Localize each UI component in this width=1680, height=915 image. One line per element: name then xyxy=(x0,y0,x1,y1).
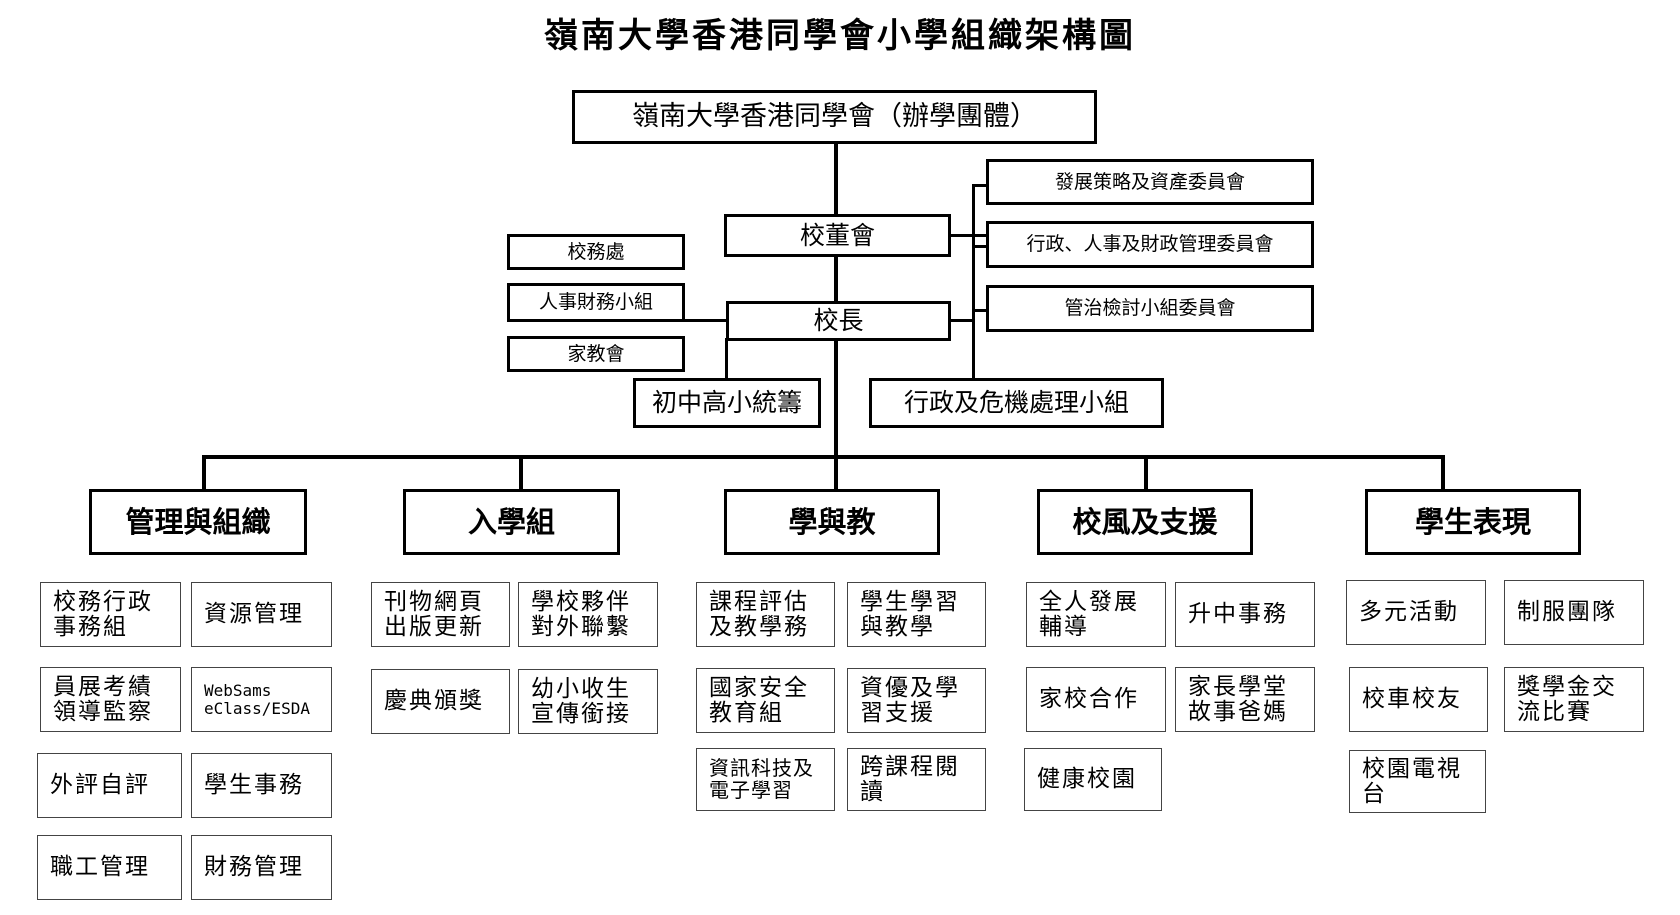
group-head: 學生表現 xyxy=(1365,489,1581,555)
group-item: 資源管理 xyxy=(191,582,332,647)
chart-title: 嶺南大學香港同學會小學組織架構圖 xyxy=(544,16,1136,56)
crisis-group-box: 行政及危機處理小組 xyxy=(869,378,1164,428)
group-item: 刊物網頁 出版更新 xyxy=(371,582,510,647)
group-item: 健康校園 xyxy=(1024,748,1162,811)
connector-committee-2 xyxy=(972,245,988,248)
connector-offices-principal xyxy=(684,319,726,322)
group-item: 員展考績 領導監察 xyxy=(40,667,181,732)
group-item: 資訊科技及 電子學習 xyxy=(696,748,835,811)
group-item: 升中事務 xyxy=(1175,582,1315,647)
connector-principal-committees xyxy=(950,319,974,322)
group-item: 外評自評 xyxy=(37,753,182,818)
committee-box: 發展策略及資產委員會 xyxy=(986,159,1314,205)
group-head: 學與教 xyxy=(724,489,940,555)
connector-committees-spine xyxy=(972,184,975,380)
group-item: 獎學金交 流比賽 xyxy=(1504,667,1644,732)
group-item: 校車校友 xyxy=(1349,667,1488,732)
group-head: 管理與組織 xyxy=(89,489,307,555)
office-box: 校務處 xyxy=(507,234,685,270)
connector-committee-3 xyxy=(972,309,988,312)
group-item: 財務管理 xyxy=(191,835,332,900)
group-item: 校務行政 事務組 xyxy=(40,582,181,647)
group-item: 學校夥伴 對外聯繫 xyxy=(518,582,658,647)
board-box: 校董會 xyxy=(724,214,951,257)
group-item: 課程評估 及教學務 xyxy=(696,582,835,647)
group-item: WebSams eClass/ESDA xyxy=(191,667,332,732)
connector-board-committees xyxy=(950,234,988,237)
connector-group-3 xyxy=(834,455,838,491)
connector-group-4 xyxy=(1144,455,1148,491)
group-item: 資優及學 習支援 xyxy=(847,668,986,733)
connector-group-2 xyxy=(519,455,523,491)
connector-sponsor-principal xyxy=(834,143,838,457)
sponsor-box: 嶺南大學香港同學會（辦學團體） xyxy=(572,90,1097,144)
connector-group-1 xyxy=(202,455,206,491)
committee-box: 管治檢討小組委員會 xyxy=(986,285,1314,332)
committee-box: 行政、人事及財政管理委員會 xyxy=(986,221,1314,268)
group-item: 國家安全 教育組 xyxy=(696,668,835,733)
connector-coordination xyxy=(725,338,728,380)
group-item: 學生事務 xyxy=(191,753,332,818)
group-head: 入學組 xyxy=(403,489,620,555)
group-item: 多元活動 xyxy=(1346,580,1486,645)
group-item: 職工管理 xyxy=(37,835,182,900)
group-item: 全人發展 輔導 xyxy=(1026,582,1166,647)
principal-box: 校長 xyxy=(726,301,951,341)
group-head: 校風及支援 xyxy=(1037,489,1253,555)
connector-committee-1 xyxy=(972,184,988,187)
group-item: 學生學習 與教學 xyxy=(847,582,986,647)
group-item: 慶典頒獎 xyxy=(371,669,510,734)
connector-group-5 xyxy=(1441,455,1445,491)
group-item: 幼小收生 宣傳銜接 xyxy=(518,669,658,734)
group-item: 家校合作 xyxy=(1026,667,1166,732)
office-box: 家教會 xyxy=(507,336,685,372)
group-item: 制服團隊 xyxy=(1504,580,1644,645)
connector-groups-bar xyxy=(202,455,1445,459)
office-box: 人事財務小組 xyxy=(507,283,685,322)
group-item: 家長學堂 故事爸媽 xyxy=(1175,667,1315,732)
coordination-box: 初中高小統籌 xyxy=(633,378,821,428)
group-item: 校園電視 台 xyxy=(1349,750,1486,813)
group-item: 跨課程閱 讀 xyxy=(847,748,986,811)
